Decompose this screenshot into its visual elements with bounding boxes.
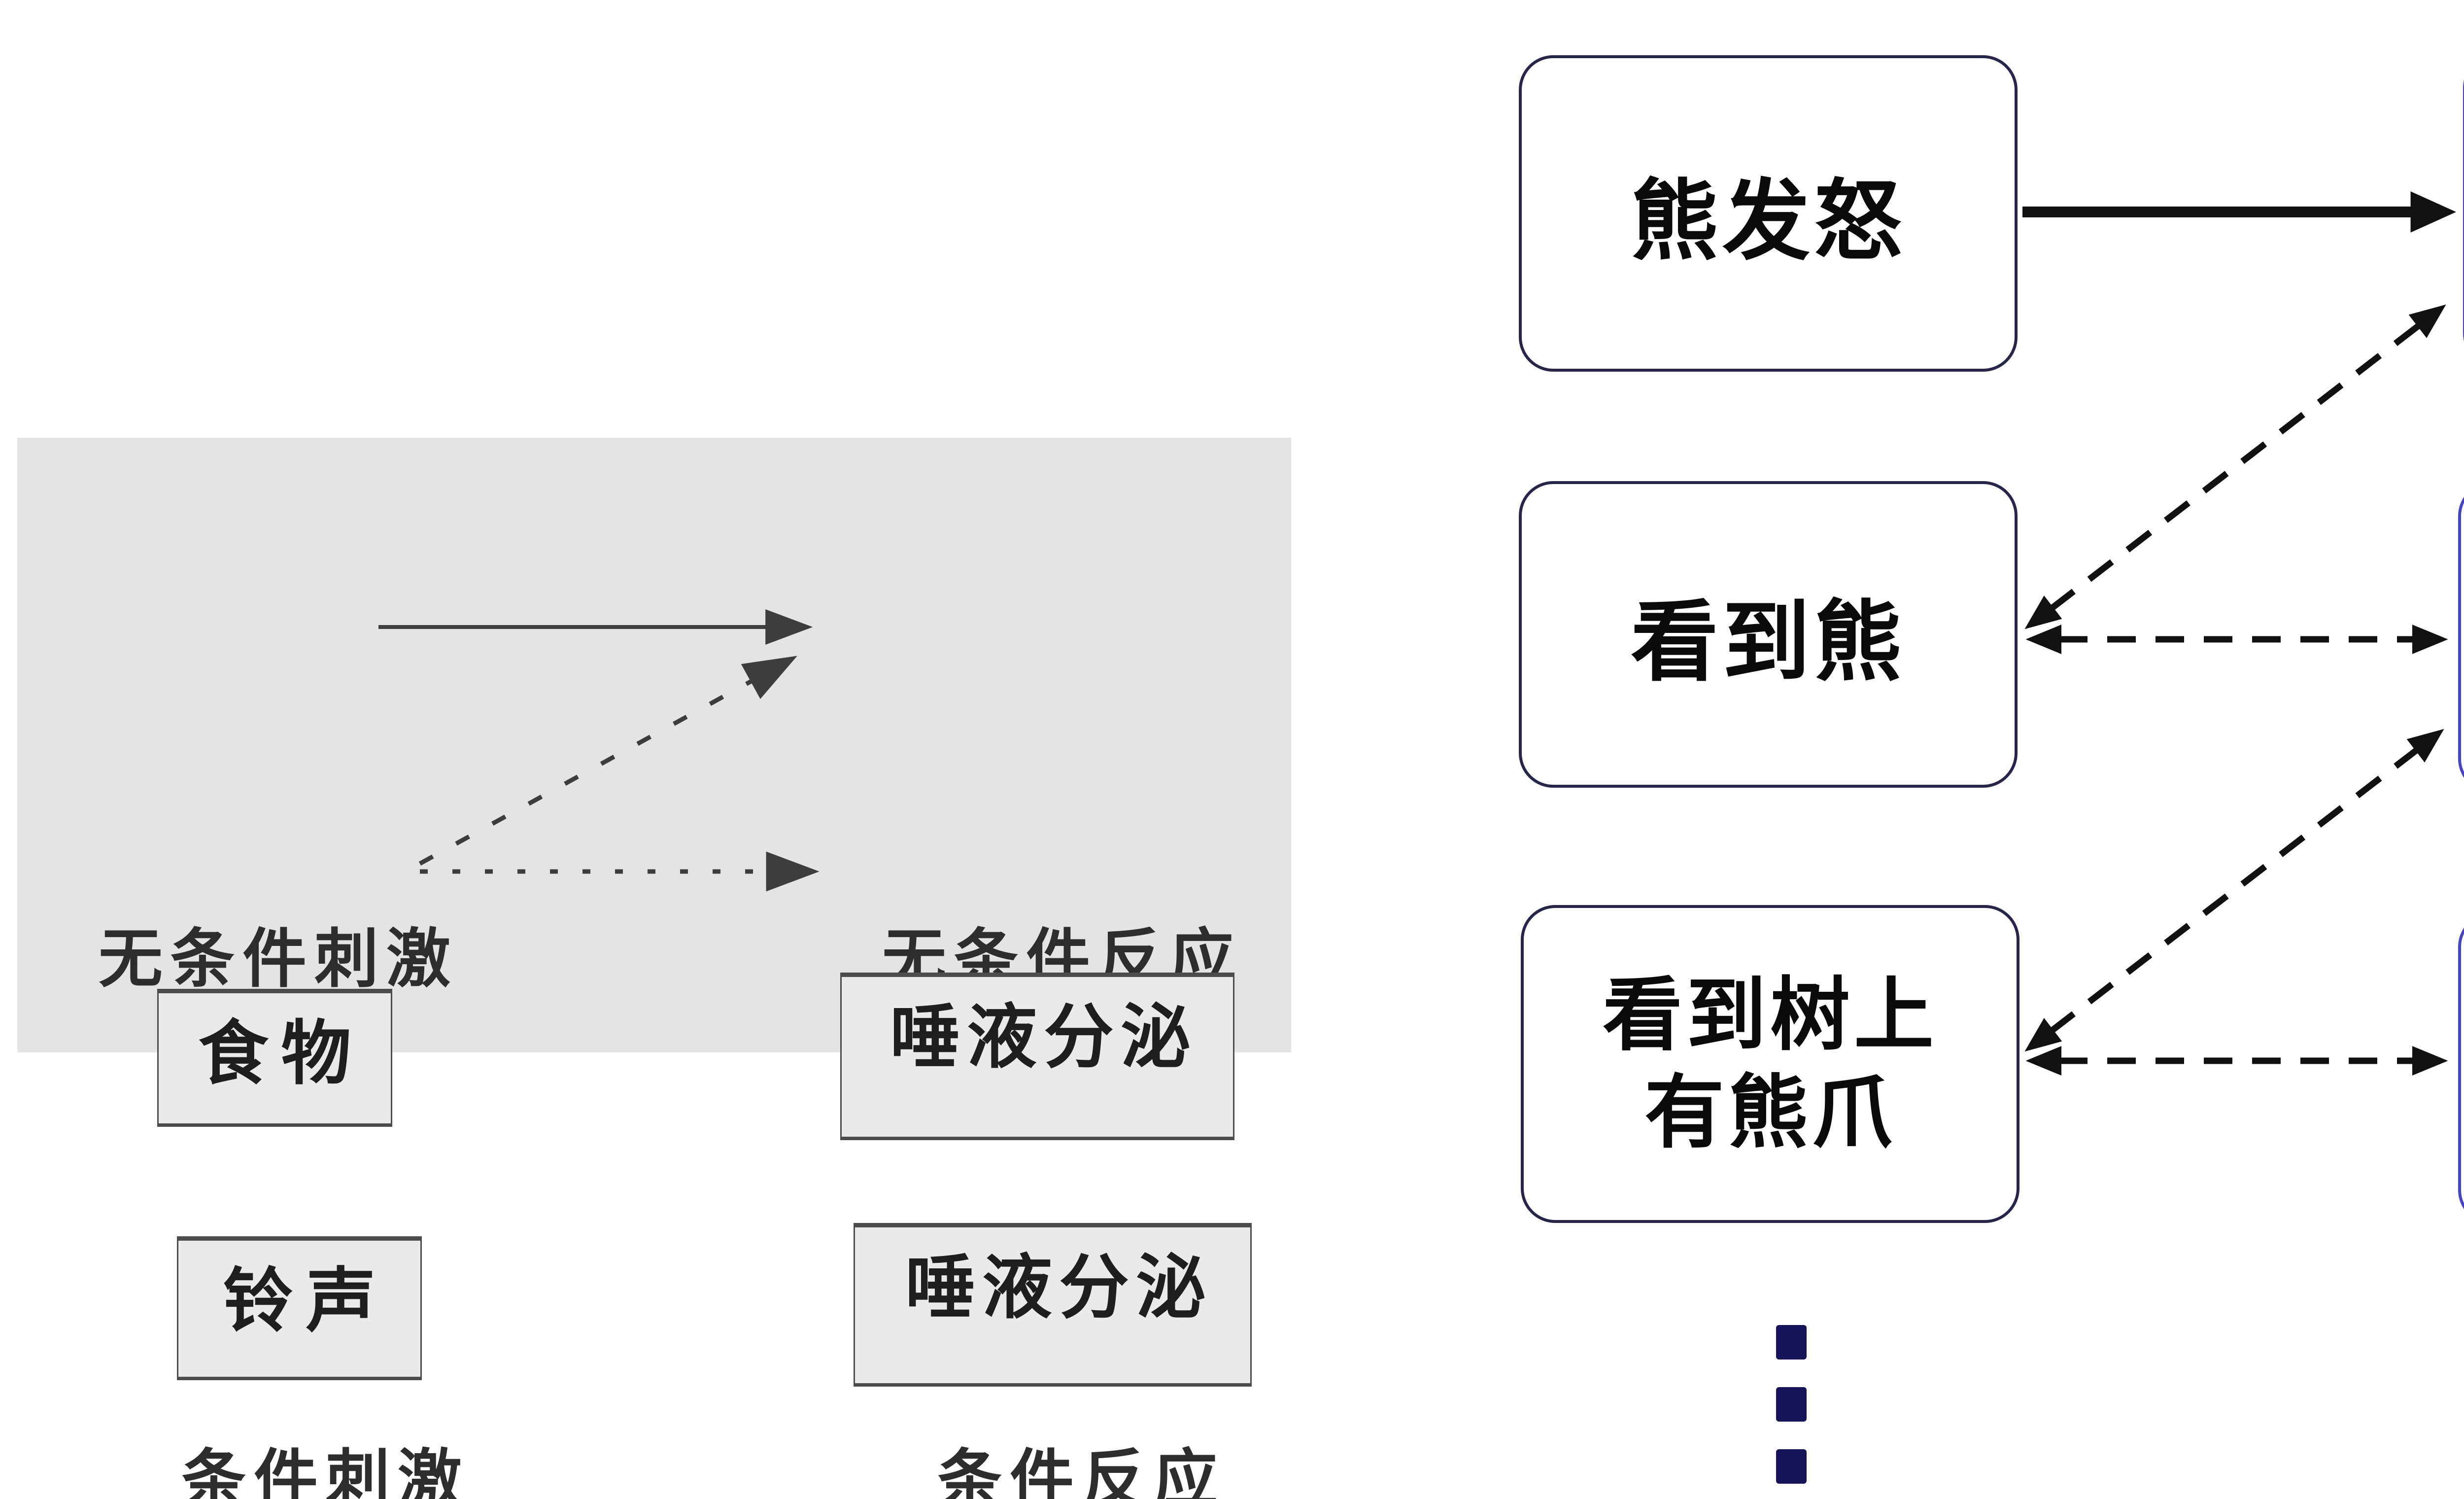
node-see-bear: 看到熊 [1519,481,2018,788]
node-see-claw-line2: 有熊爪 [1644,1068,1896,1157]
ellipsis-left-column [1776,1325,1807,1484]
node-salivation-unconditioned: 唾液分泌 [840,973,1234,1140]
node-bear-angry: 熊发怒 [1519,55,2018,372]
node-bell-label: 铃声 [223,1262,389,1340]
node-see-claw-line1: 看到树上 [1603,970,1938,1060]
node-bear-angry-label: 熊发怒 [1631,172,1906,270]
node-bell: 铃声 [177,1236,422,1380]
node-see-claw: 看到树上 有熊爪 [1521,905,2019,1223]
node-food-label: 食物 [198,1014,364,1093]
arrow-see-claw-to-value-next [2024,729,2444,1052]
label-unconditioned-stimulus: 无条件刺激 [99,923,459,995]
conditioning-panel: 无条件刺激 无条件反应 食物 唾液分泌 铃声 唾液分泌 条件刺激 条件反应 [17,438,1291,1499]
arrow-see-bear-to-reward [2024,304,2446,629]
node-salivation-unconditioned-label: 唾液分泌 [890,998,1198,1077]
label-conditioned-stimulus: 条件刺激 [182,1443,470,1499]
node-salivation-conditioned: 唾液分泌 [854,1223,1252,1387]
ellipsis-dot [1776,1325,1807,1360]
node-see-claw-label: 看到树上 有熊爪 [1603,967,1938,1161]
node-salivation-conditioned-label: 唾液分泌 [905,1249,1213,1327]
node-food: 食物 [157,989,392,1127]
label-conditioned-response: 条件反应 [938,1443,1226,1499]
ellipsis-dot [1776,1449,1807,1484]
ellipsis-dot [1776,1387,1807,1422]
node-see-bear-label: 看到熊 [1631,593,1906,691]
node-value-next-state: V(s′) [2458,482,2464,793]
node-value-state: V(s) [2458,912,2464,1224]
